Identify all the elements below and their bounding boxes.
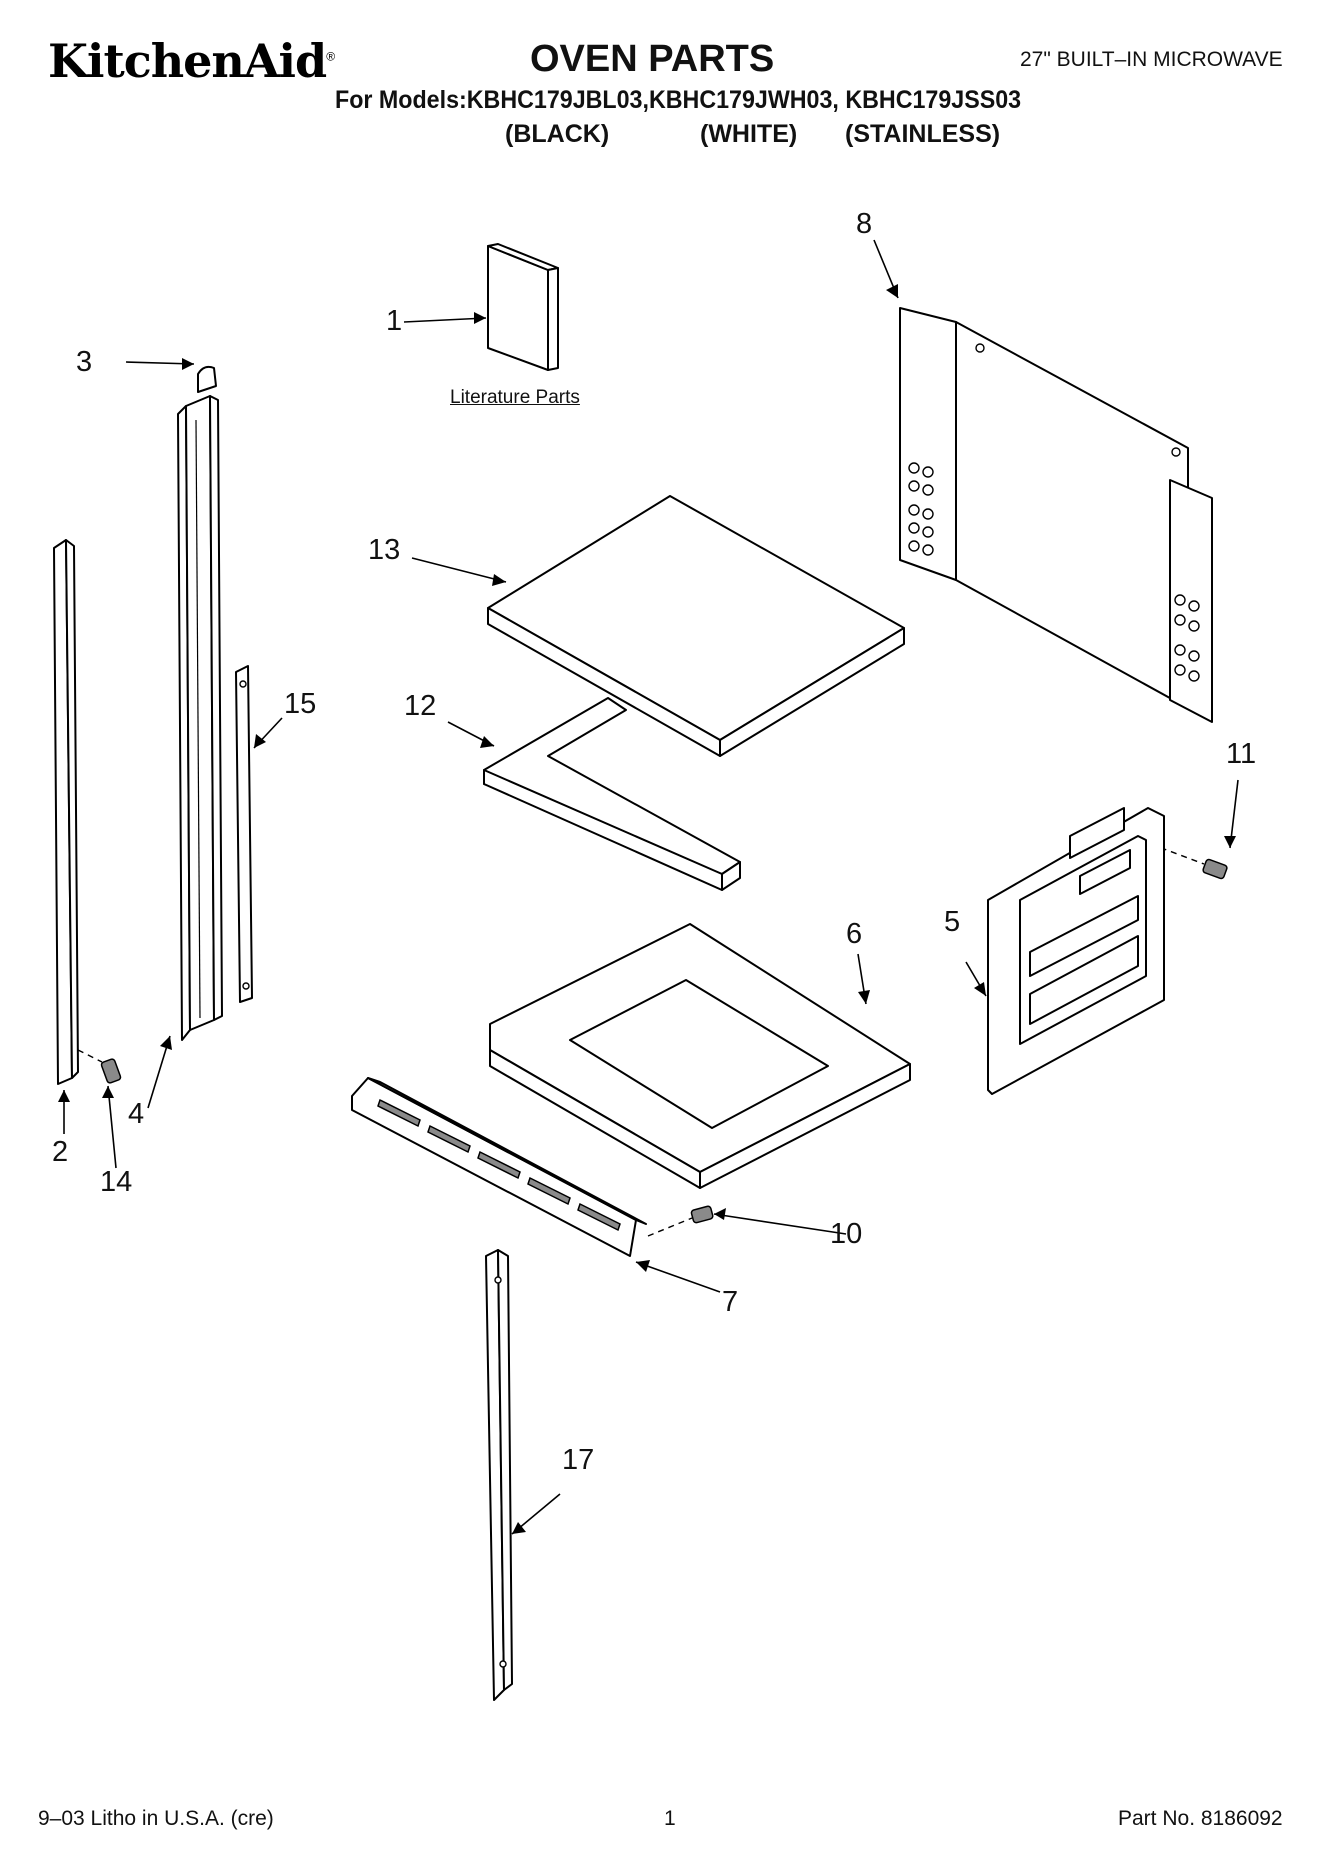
callout-17: 17 — [562, 1444, 595, 1476]
callout-2: 2 — [52, 1136, 69, 1168]
part-4-side-trim — [177, 395, 223, 1041]
registered-mark: ® — [326, 49, 335, 64]
vent-holes — [908, 462, 1200, 682]
part-8-side-panel — [899, 307, 1213, 723]
part-12-gasket — [483, 697, 741, 891]
callout-15: 15 — [284, 688, 317, 720]
callout-7: 7 — [722, 1286, 739, 1318]
vent-slots — [377, 1098, 621, 1232]
variant-stainless: (STAINLESS) — [845, 120, 1001, 148]
literature-parts-label: Literature Parts — [450, 387, 580, 408]
callout-8: 8 — [856, 208, 873, 240]
part-7-vent-trim — [351, 1077, 647, 1257]
callout-1: 1 — [386, 305, 403, 337]
part-6-tray — [489, 923, 911, 1189]
callout-10: 10 — [830, 1218, 863, 1250]
part-5-rear-panel — [987, 807, 1165, 1095]
brand-logo: KitchenAid® — [48, 34, 335, 88]
part-14-screw — [77, 1049, 122, 1084]
callout-6: 6 — [846, 918, 863, 950]
callout-11: 11 — [1226, 738, 1257, 770]
part-13-panel — [487, 495, 905, 757]
part-17-long-trim — [485, 1249, 513, 1701]
page-number: 1 — [664, 1807, 676, 1830]
callout-12: 12 — [404, 690, 437, 722]
page-title: OVEN PARTS — [530, 38, 775, 80]
part-2-trim-strip — [53, 539, 79, 1085]
callout-14: 14 — [100, 1166, 133, 1198]
models-line: For Models:KBHC179JBL03,KBHC179JWH03, KB… — [335, 86, 1022, 114]
variant-black: (BLACK) — [505, 120, 610, 148]
part-3-cap — [197, 365, 217, 393]
callout-4: 4 — [128, 1098, 145, 1130]
callout-3: 3 — [76, 346, 93, 378]
part-number: Part No. 8186092 — [1118, 1807, 1283, 1830]
part-1-literature — [487, 243, 559, 371]
part-15-bracket — [235, 665, 253, 1003]
part-10-screw — [647, 1205, 714, 1237]
product-type: 27" BUILT–IN MICROWAVE — [1020, 48, 1283, 71]
leader-lines — [58, 239, 1239, 1535]
callout-5: 5 — [944, 906, 961, 938]
litho-note: 9–03 Litho in U.S.A. (cre) — [38, 1807, 274, 1830]
variant-white: (WHITE) — [700, 120, 798, 148]
callout-13: 13 — [368, 534, 401, 566]
